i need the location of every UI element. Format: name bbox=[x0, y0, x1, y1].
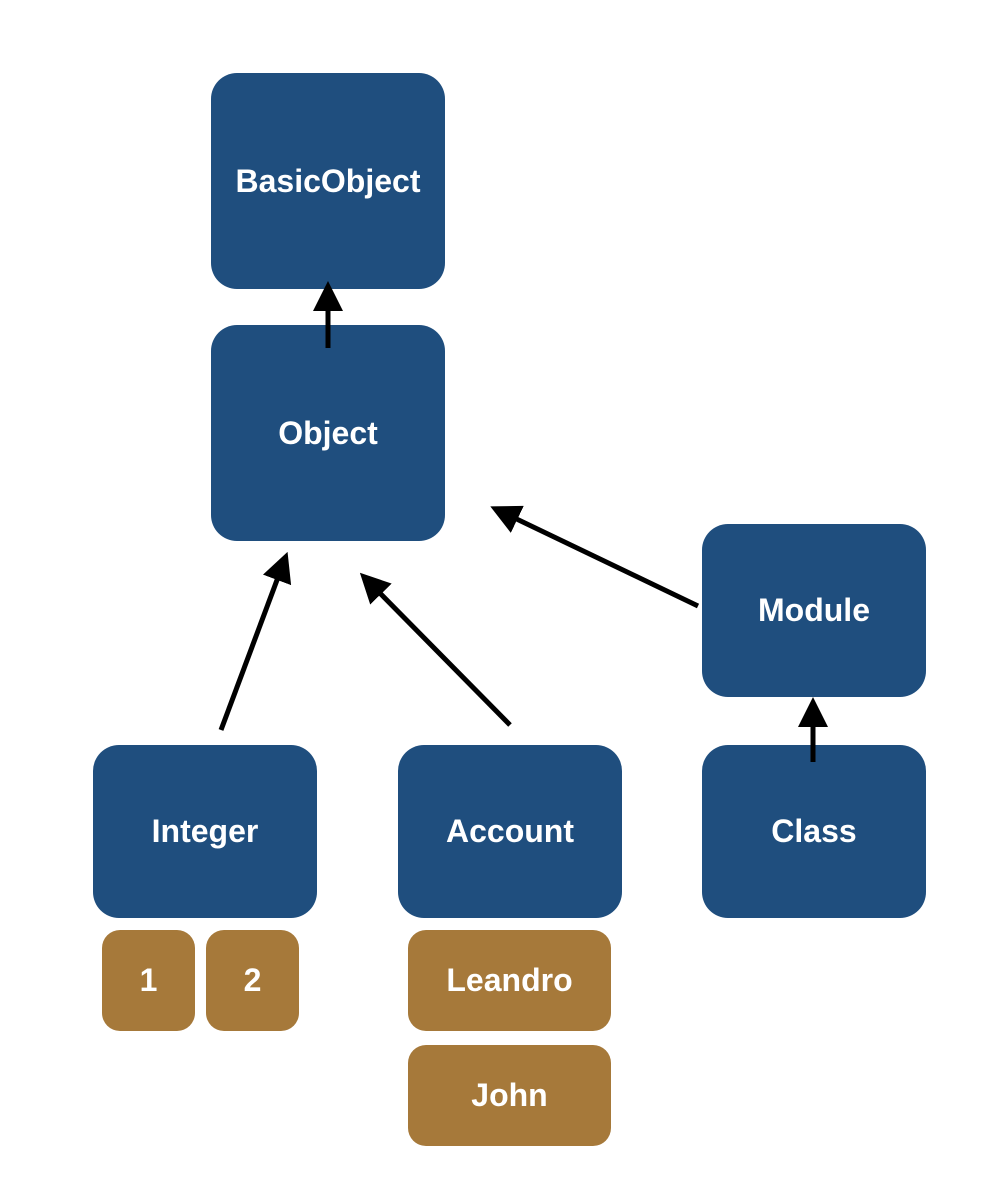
module-node: Module bbox=[702, 524, 926, 697]
account-label: Account bbox=[446, 813, 574, 849]
account-node: Account bbox=[398, 745, 622, 918]
object-node: Object bbox=[211, 325, 445, 541]
instance-account-leandro: Leandro bbox=[408, 930, 611, 1031]
integer-label: Integer bbox=[151, 813, 259, 849]
instance-integer-2-label: 2 bbox=[243, 962, 262, 998]
object-label: Object bbox=[278, 414, 378, 451]
arrow-integer-to-object bbox=[218, 551, 292, 731]
instance-integer-1: 1 bbox=[102, 930, 195, 1031]
basicobject-label: BasicObject bbox=[235, 162, 421, 199]
basicobject-node: BasicObject bbox=[211, 73, 445, 289]
instance-account-leandro-label: Leandro bbox=[446, 962, 573, 998]
module-label: Module bbox=[758, 592, 870, 628]
integer-node: Integer bbox=[93, 745, 317, 918]
class-node: Class bbox=[702, 745, 926, 918]
instance-account-john-label: John bbox=[471, 1077, 548, 1113]
arrow-module-to-object bbox=[490, 505, 700, 609]
class-label: Class bbox=[771, 813, 857, 849]
instance-account-john: John bbox=[408, 1045, 611, 1146]
instance-integer-1-label: 1 bbox=[139, 962, 158, 998]
instance-integer-2: 2 bbox=[206, 930, 299, 1031]
arrow-account-to-object bbox=[359, 572, 512, 727]
